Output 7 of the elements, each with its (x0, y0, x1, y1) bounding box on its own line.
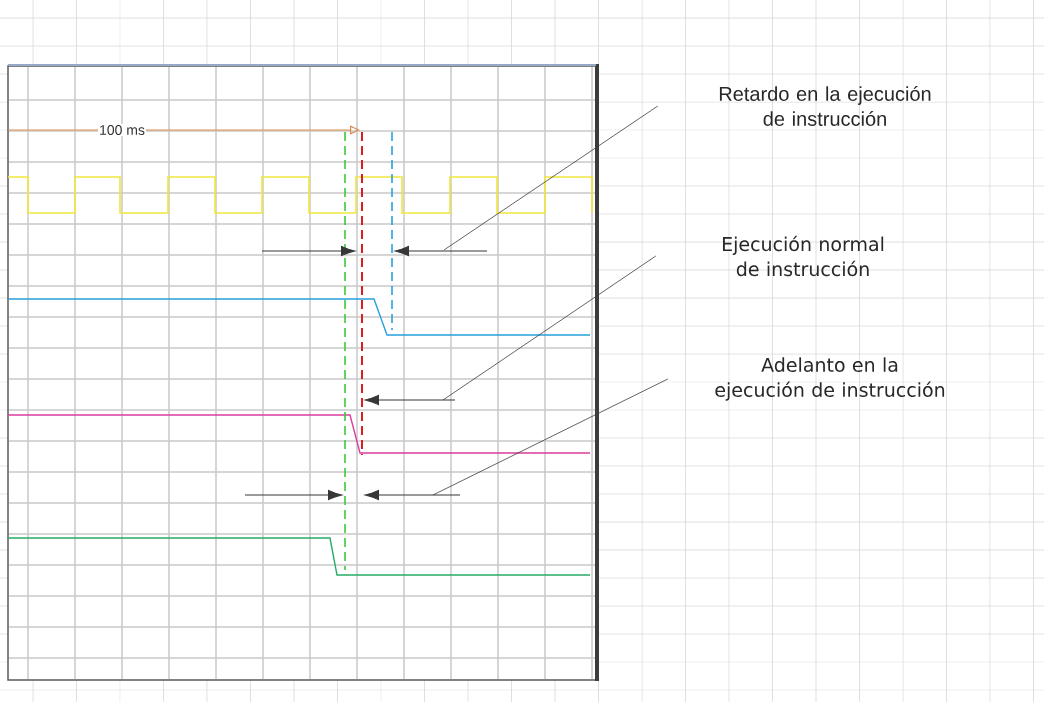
callout-text: Adelanto en la ejecución de instrucción (715, 357, 945, 401)
leader-line (443, 105, 659, 251)
leader-line (442, 255, 657, 401)
time-label: 100 ms (98, 124, 146, 136)
leader-line (432, 378, 669, 496)
callout-text: Ejecución normal de instrucción (723, 235, 884, 277)
callout-text: Retardo en la ejecución de instrucción (719, 86, 931, 126)
